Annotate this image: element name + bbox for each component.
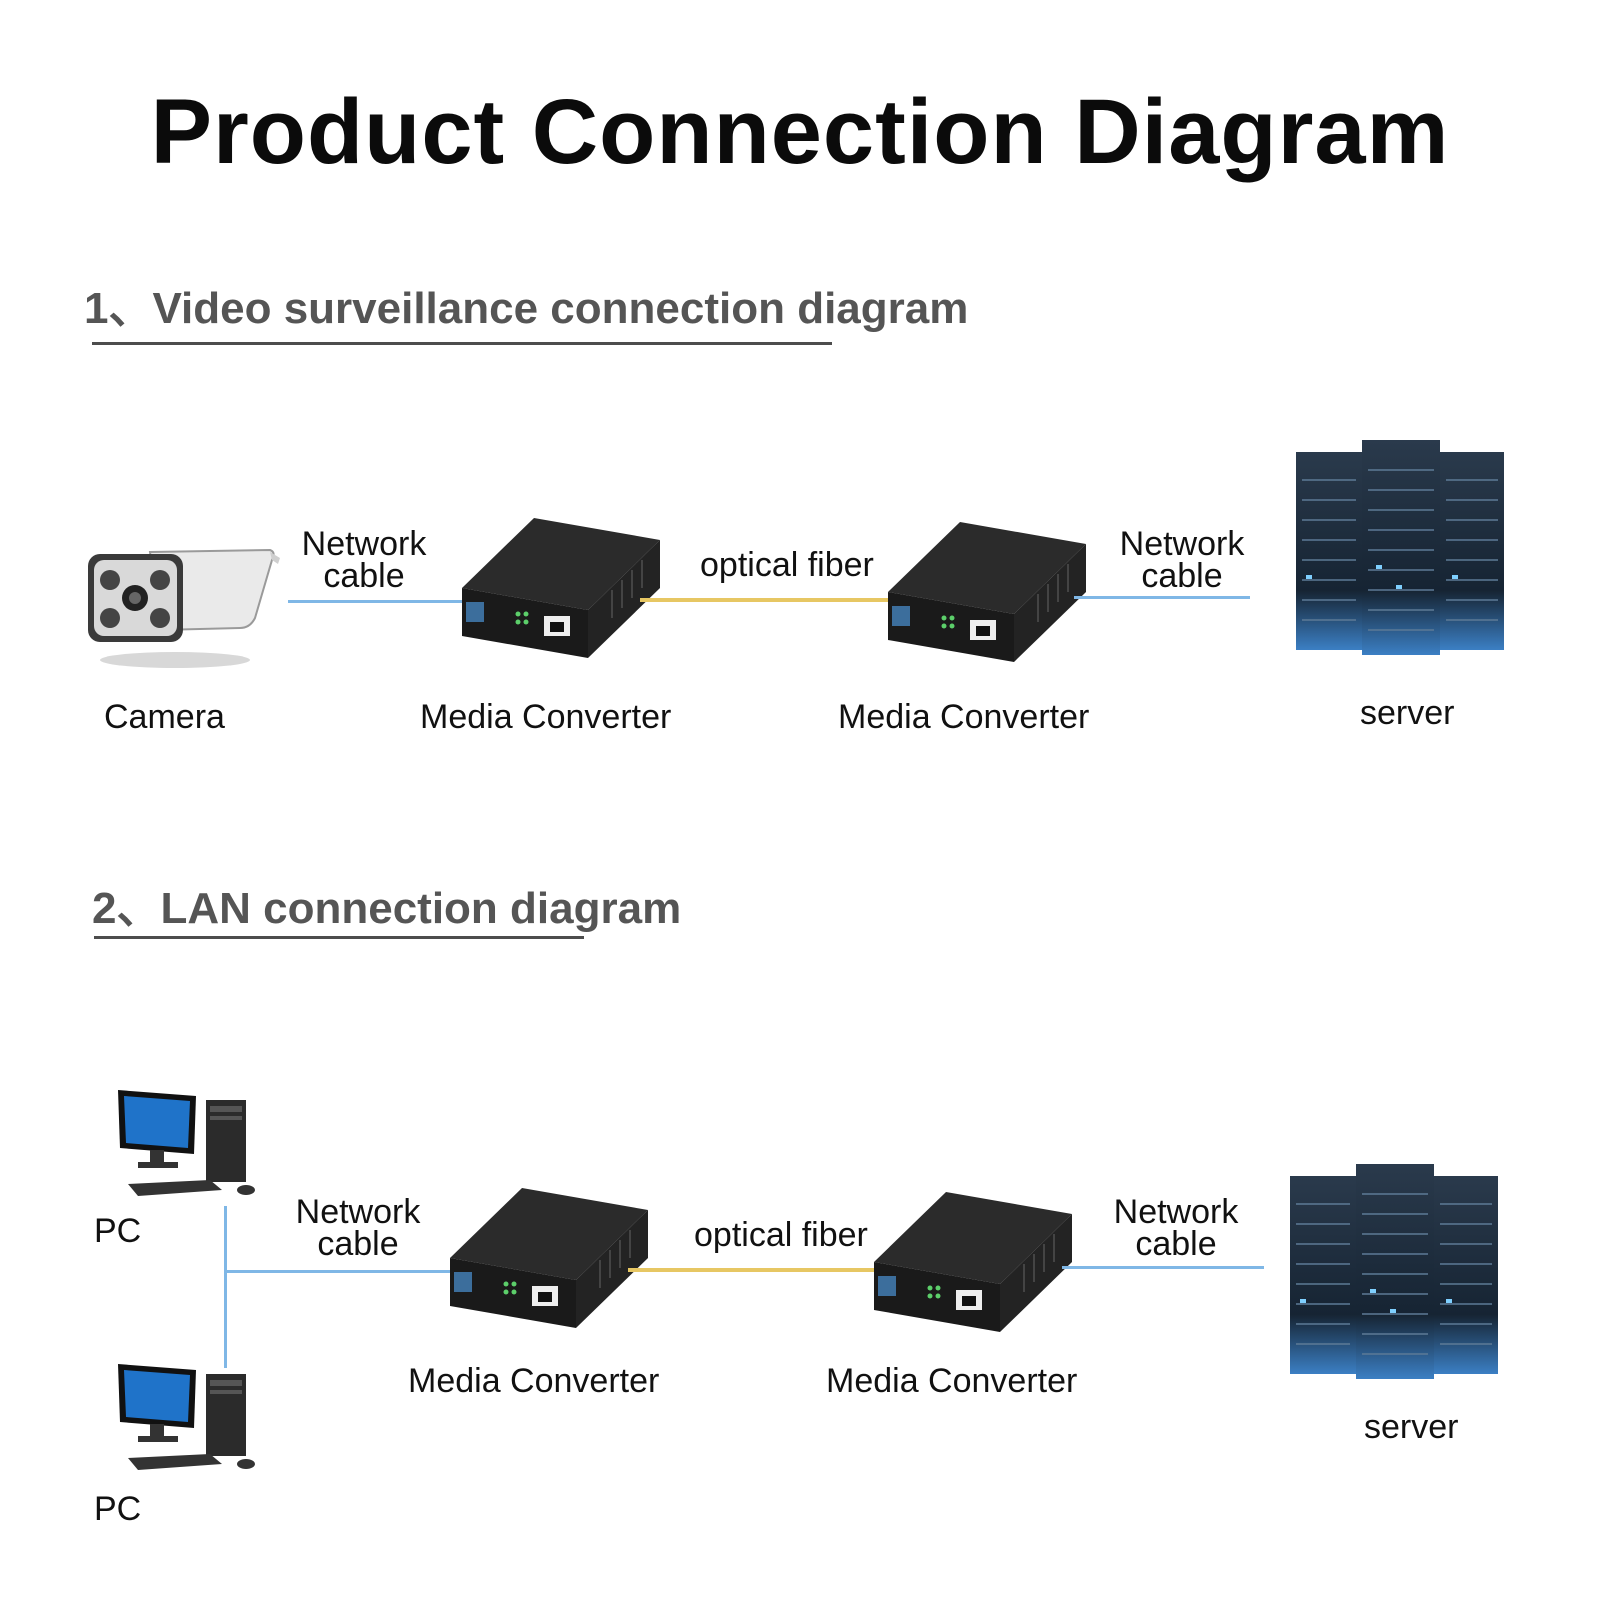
- camera-label: Camera: [104, 698, 225, 736]
- server-label: server: [1360, 694, 1455, 732]
- server-rack-icon: [1290, 1164, 1498, 1379]
- network-cable-line: [1074, 596, 1250, 599]
- server-rack-icon: [1296, 440, 1504, 655]
- media-converter-label: Media Converter: [408, 1362, 660, 1400]
- pc-icon: [118, 1090, 255, 1196]
- pc-label: PC: [94, 1490, 142, 1528]
- optical-fiber-line: [628, 1268, 876, 1272]
- network-cable-line: [1062, 1266, 1264, 1269]
- media-converter-icon: [462, 518, 660, 658]
- section-2-heading: 2、LAN connection diagram: [92, 884, 682, 933]
- page-title: Product Connection Diagram: [150, 81, 1450, 183]
- media-converter-icon: [874, 1192, 1072, 1332]
- network-cable-line: [224, 1206, 227, 1368]
- media-converter-label: Media Converter: [826, 1362, 1078, 1400]
- optical-fiber-line: [640, 598, 888, 602]
- network-cable-line: [288, 600, 468, 603]
- media-converter-icon: [888, 522, 1086, 662]
- network-cable-label: Network cable: [295, 1193, 421, 1263]
- pc-label: PC: [94, 1212, 142, 1250]
- media-converter-icon: [450, 1188, 648, 1328]
- section-1-heading: 1、Video surveillance connection diagram: [84, 284, 969, 333]
- server-label: server: [1364, 1408, 1459, 1446]
- optical-fiber-label: optical fiber: [694, 1216, 868, 1254]
- network-cable-label: Network cable: [1119, 525, 1245, 595]
- pc-icon: [118, 1364, 255, 1470]
- camera-icon: [88, 548, 280, 668]
- media-converter-label: Media Converter: [420, 698, 672, 736]
- section-1-underline: [92, 342, 832, 345]
- section-2-underline: [94, 936, 584, 939]
- network-cable-line: [224, 1270, 456, 1273]
- network-cable-label: Network cable: [301, 525, 427, 595]
- network-cable-label: Network cable: [1113, 1193, 1239, 1263]
- optical-fiber-label: optical fiber: [700, 546, 874, 584]
- media-converter-label: Media Converter: [838, 698, 1090, 736]
